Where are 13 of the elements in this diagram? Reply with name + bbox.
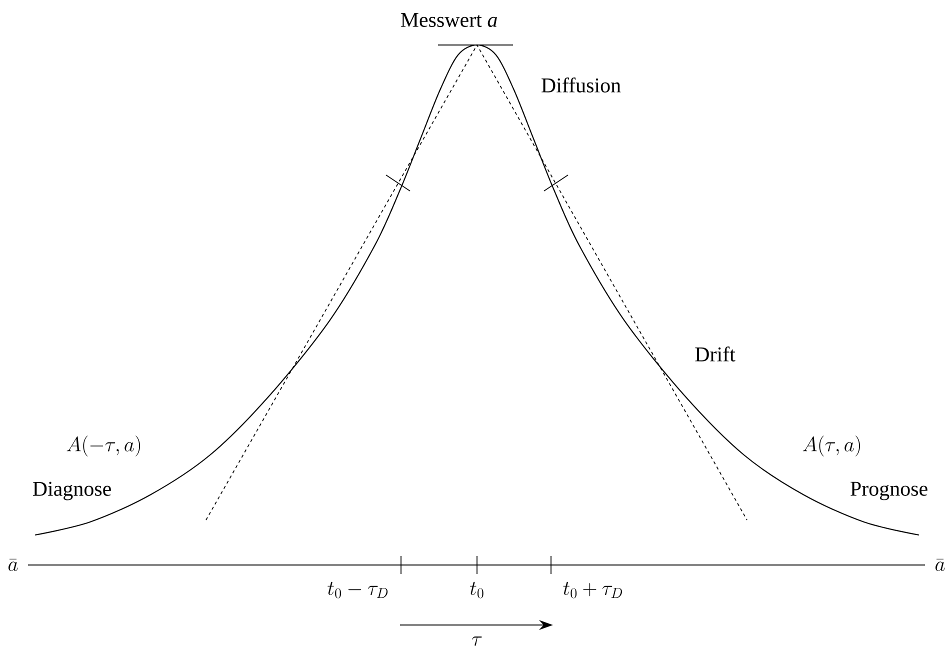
curve-label: Messwert a — [400, 13, 497, 27]
tick-label: $t_0$ — [470, 582, 484, 598]
tick-label: $t_0 - \tau_D$ — [328, 582, 388, 598]
curve-label: $A(-\tau, a)$ — [66, 436, 140, 456]
curve-label: Diagnose — [32, 482, 111, 500]
curve-label: Drift — [695, 346, 736, 362]
curve-label: Diffusion — [542, 78, 621, 92]
axis-label: $\bar{a}$ — [936, 558, 945, 572]
curve-label: $A(\tau, a)$ — [802, 436, 860, 456]
axis-label: $\bar{a}$ — [8, 558, 18, 572]
curve-label: Prognose — [850, 482, 928, 500]
tick-label: $t_0 + \tau_D$ — [563, 582, 622, 598]
direction-label: $\tau$ — [472, 636, 482, 646]
